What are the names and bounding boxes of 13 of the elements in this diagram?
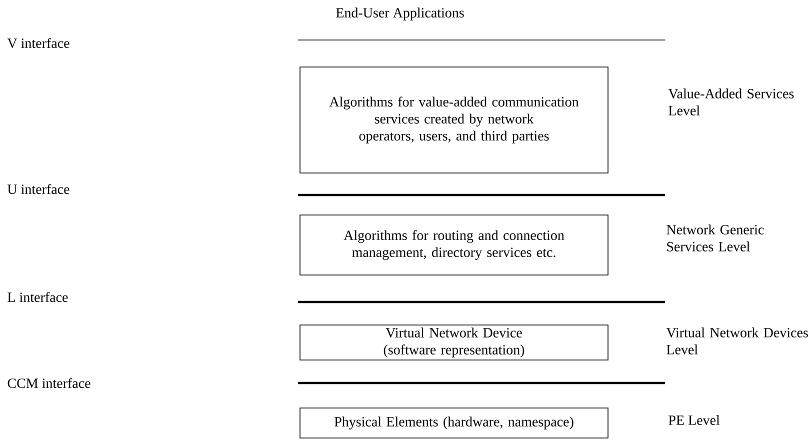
level-label: PE Level	[668, 415, 720, 425]
level-label: Virtual Network Devices Level	[666, 328, 808, 354]
interface-label: CCM interface	[8, 378, 90, 388]
level-label: Network Generic Services Level	[666, 224, 764, 252]
level-label: Value-Added Services Level	[668, 88, 794, 116]
layer-label: End-User Applications	[336, 8, 464, 20]
interface-label: V interface	[7, 38, 70, 48]
layer-box: Physical Elements (hardware, namespace)	[300, 408, 608, 438]
layer-box: Algorithms for value-added communication services created by network operators, users, and third parties	[300, 66, 608, 174]
layer-box: Virtual Network Device (software representation)	[300, 324, 608, 360]
layer-box: Algorithms for routing and connection management, directory services etc.	[300, 214, 608, 276]
interface-label: U interface	[8, 184, 70, 194]
interface-label: L interface	[8, 292, 68, 302]
